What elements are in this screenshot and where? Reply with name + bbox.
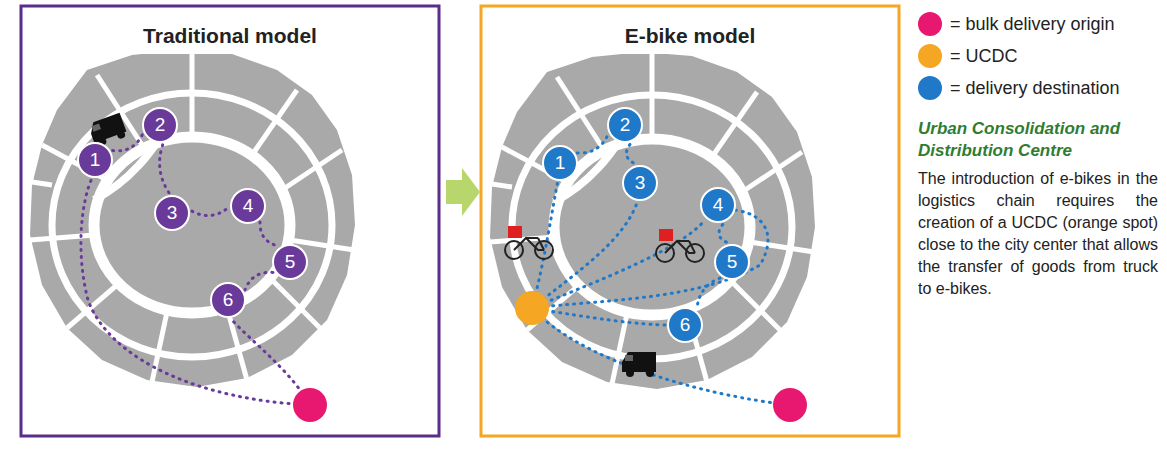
note-body: The introduction of e-bikes in the logis… bbox=[918, 168, 1158, 300]
legend: = bulk delivery origin = UCDC = delivery d… bbox=[918, 8, 1120, 104]
callout-number: 3 bbox=[635, 172, 646, 194]
legend-swatch bbox=[918, 76, 942, 100]
callout-number: 2 bbox=[155, 114, 166, 136]
legend-swatch bbox=[918, 12, 942, 36]
panel-title: E-bike model bbox=[599, 18, 782, 54]
callout-number: 1 bbox=[555, 152, 566, 174]
route-line bbox=[260, 222, 278, 246]
route-line bbox=[577, 135, 607, 153]
delivery-destination: 2 bbox=[142, 107, 178, 143]
callout-number: 4 bbox=[243, 195, 254, 217]
legend-row: = UCDC bbox=[918, 40, 1120, 72]
delivery-destination: 3 bbox=[154, 195, 190, 231]
legend-text: = UCDC bbox=[950, 46, 1018, 67]
callout-number: 1 bbox=[90, 149, 101, 171]
delivery-destination: 6 bbox=[667, 307, 703, 343]
legend-swatch bbox=[918, 44, 942, 68]
delivery-destination: 1 bbox=[542, 145, 578, 181]
delivery-destination: 3 bbox=[622, 165, 658, 201]
legend-row: = delivery destination bbox=[918, 72, 1120, 104]
legend-text: = delivery destination bbox=[950, 78, 1120, 99]
legend-row: = bulk delivery origin bbox=[918, 8, 1120, 40]
legend-text: = bulk delivery origin bbox=[950, 14, 1115, 35]
callout-number: 6 bbox=[680, 314, 691, 336]
delivery-destination: 4 bbox=[230, 188, 266, 224]
note-title: Urban Consolidation and Distribution Cen… bbox=[918, 118, 1158, 162]
delivery-destination: 6 bbox=[210, 282, 246, 318]
model-panel: E-bike model 1 2 3 4 5 6 bbox=[481, 6, 899, 436]
callout-number: 2 bbox=[620, 114, 631, 136]
callout-number: 5 bbox=[285, 251, 296, 273]
route-line bbox=[192, 208, 228, 216]
route-line bbox=[160, 145, 170, 193]
delivery-destination: 5 bbox=[714, 244, 750, 280]
route-line bbox=[113, 134, 143, 150]
delivery-destination: 4 bbox=[700, 187, 736, 223]
delivery-destination: 5 bbox=[272, 244, 308, 280]
route-line bbox=[245, 272, 273, 289]
model-panel: Traditional model 1 2 3 4 5 6 bbox=[21, 6, 439, 436]
route-line bbox=[626, 144, 635, 163]
callout-number: 3 bbox=[167, 202, 178, 224]
callout-number: 5 bbox=[727, 251, 738, 273]
callout-number: 6 bbox=[223, 289, 234, 311]
callout-number: 4 bbox=[713, 194, 724, 216]
delivery-destination: 1 bbox=[77, 142, 113, 178]
route-line bbox=[719, 224, 727, 242]
route-line bbox=[697, 278, 720, 309]
delivery-destination: 2 bbox=[607, 107, 643, 143]
panel-title: Traditional model bbox=[117, 18, 343, 54]
